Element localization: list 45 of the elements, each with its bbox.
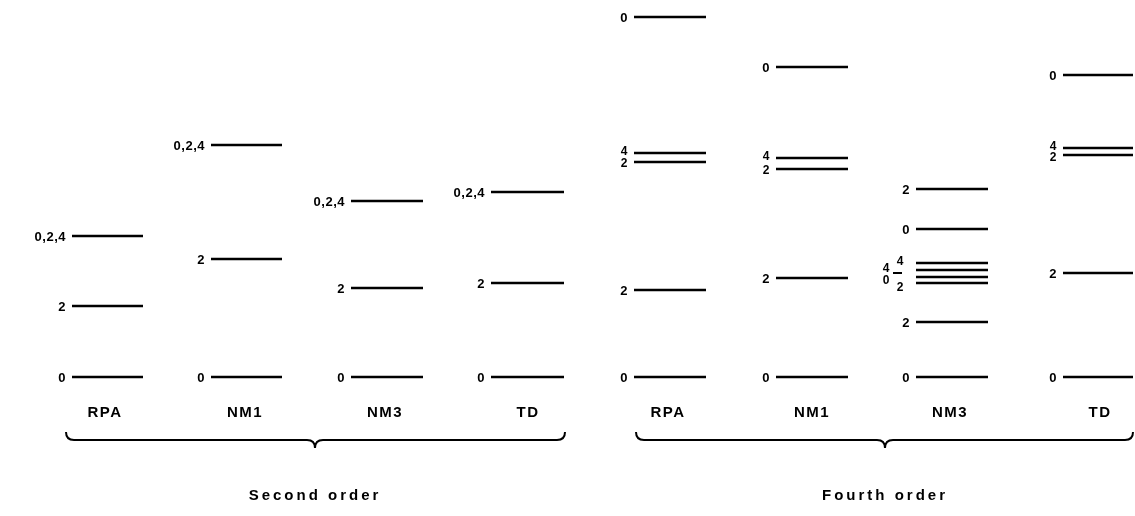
level-label: 0: [58, 370, 66, 384]
level-label: 2: [762, 271, 770, 285]
level-label: 0: [620, 370, 628, 384]
level-label: 2: [197, 252, 205, 266]
column-label: RPA: [87, 403, 123, 419]
level-label: 4: [882, 262, 890, 274]
level-label: 0: [762, 370, 770, 384]
level-label: 2: [1049, 266, 1057, 280]
level-label: 0: [902, 370, 910, 384]
level-label: 0: [477, 370, 485, 384]
level-label: 2: [902, 182, 910, 196]
level-label: 4: [1049, 140, 1057, 152]
column-label: TD: [1088, 403, 1112, 419]
level-label: 0: [882, 274, 890, 286]
level-label: 0,2,4: [34, 229, 66, 243]
level-label: 2: [896, 281, 904, 293]
column-label: RPA: [650, 403, 686, 419]
level-label: 4: [896, 255, 904, 267]
level-label: 2: [902, 315, 910, 329]
level-label: 0: [762, 60, 770, 74]
level-label: 2: [337, 281, 345, 295]
level-label: 0: [1049, 68, 1057, 82]
column-label: NM3: [366, 403, 404, 419]
level-label: 0: [337, 370, 345, 384]
column-label: NM1: [793, 403, 831, 419]
level-label: 2: [477, 276, 485, 290]
level-label: 0,2,4: [173, 138, 205, 152]
level-label: 0,2,4: [453, 185, 485, 199]
group-title: Second order: [248, 486, 382, 502]
level-label: 4: [762, 150, 770, 162]
group-title: Fourth order: [822, 486, 948, 502]
level-label: 0: [1049, 370, 1057, 384]
level-label: 0: [620, 10, 628, 24]
level-label: 2: [58, 299, 66, 313]
column-label: TD: [516, 403, 540, 419]
level-label: 2: [620, 157, 628, 169]
column-label: NM1: [226, 403, 264, 419]
level-label: 4: [620, 145, 628, 157]
level-label: 0: [197, 370, 205, 384]
level-label: 0,2,4: [313, 194, 345, 208]
column-label: NM3: [931, 403, 969, 419]
level-label: 2: [620, 283, 628, 297]
level-label: 2: [1049, 151, 1057, 163]
level-label: 0: [902, 222, 910, 236]
level-label: 2: [762, 164, 770, 176]
